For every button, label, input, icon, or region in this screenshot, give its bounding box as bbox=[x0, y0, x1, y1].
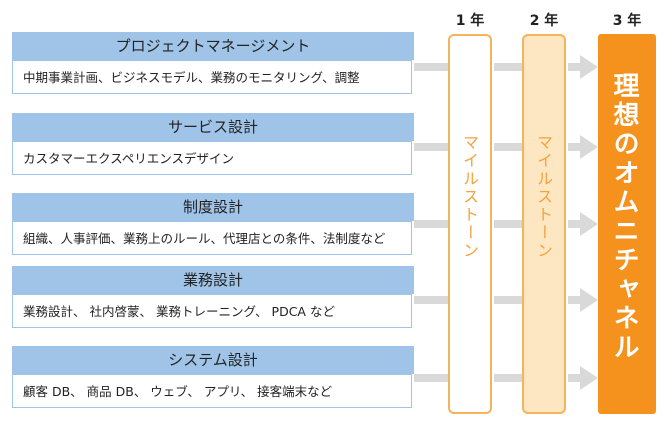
row-detail: 顧客 DB、 商品 DB、 ウェブ、 アプリ、 接客端末など bbox=[12, 374, 412, 408]
row-detail: 業務設計、 社内啓蒙、 業務トレーニング、 PDCA など bbox=[12, 294, 412, 328]
row-detail: 組織、人事評価、業務上のルール、代理店との条件、法制度など bbox=[12, 221, 412, 255]
arrow-row-4 bbox=[414, 288, 598, 312]
milestone-year-2: マイルストーン bbox=[522, 34, 566, 414]
goal-omnichannel: 理想のオムニチャネル bbox=[598, 34, 656, 414]
row-system-of-rules: 制度設計 組織、人事評価、業務上のルール、代理店との条件、法制度など bbox=[12, 193, 414, 257]
arrow-row-2 bbox=[414, 135, 598, 159]
milestone-year-1: マイルストーン bbox=[448, 34, 492, 414]
row-title: プロジェクトマネージメント bbox=[12, 32, 414, 60]
row-title: 制度設計 bbox=[12, 193, 414, 221]
row-title: 業務設計 bbox=[12, 266, 414, 294]
year-3-label: 3 年 bbox=[612, 13, 642, 29]
row-title: サービス設計 bbox=[12, 113, 414, 141]
goal-label: 理想のオムニチャネル bbox=[609, 72, 639, 362]
arrow-row-3 bbox=[414, 212, 598, 236]
milestone-label: マイルストーン bbox=[534, 134, 553, 260]
arrow-row-1 bbox=[414, 55, 598, 79]
row-project-management: プロジェクトマネージメント 中期事業計画、ビジネスモデル、業務のモニタリング、調… bbox=[12, 32, 414, 96]
row-business-design: 業務設計 業務設計、 社内啓蒙、 業務トレーニング、 PDCA など bbox=[12, 266, 414, 330]
arrow-row-5 bbox=[414, 366, 598, 390]
row-title: システム設計 bbox=[12, 346, 414, 374]
milestone-label: マイルストーン bbox=[460, 134, 479, 260]
row-service-design: サービス設計 カスタマーエクスペリエンスデザイン bbox=[12, 113, 414, 177]
row-detail: カスタマーエクスペリエンスデザイン bbox=[12, 141, 412, 175]
year-2-label: 2 年 bbox=[529, 13, 559, 29]
row-system-design: システム設計 顧客 DB、 商品 DB、 ウェブ、 アプリ、 接客端末など bbox=[12, 346, 414, 410]
row-detail: 中期事業計画、ビジネスモデル、業務のモニタリング、調整 bbox=[12, 60, 412, 94]
year-1-label: 1 年 bbox=[455, 13, 485, 29]
